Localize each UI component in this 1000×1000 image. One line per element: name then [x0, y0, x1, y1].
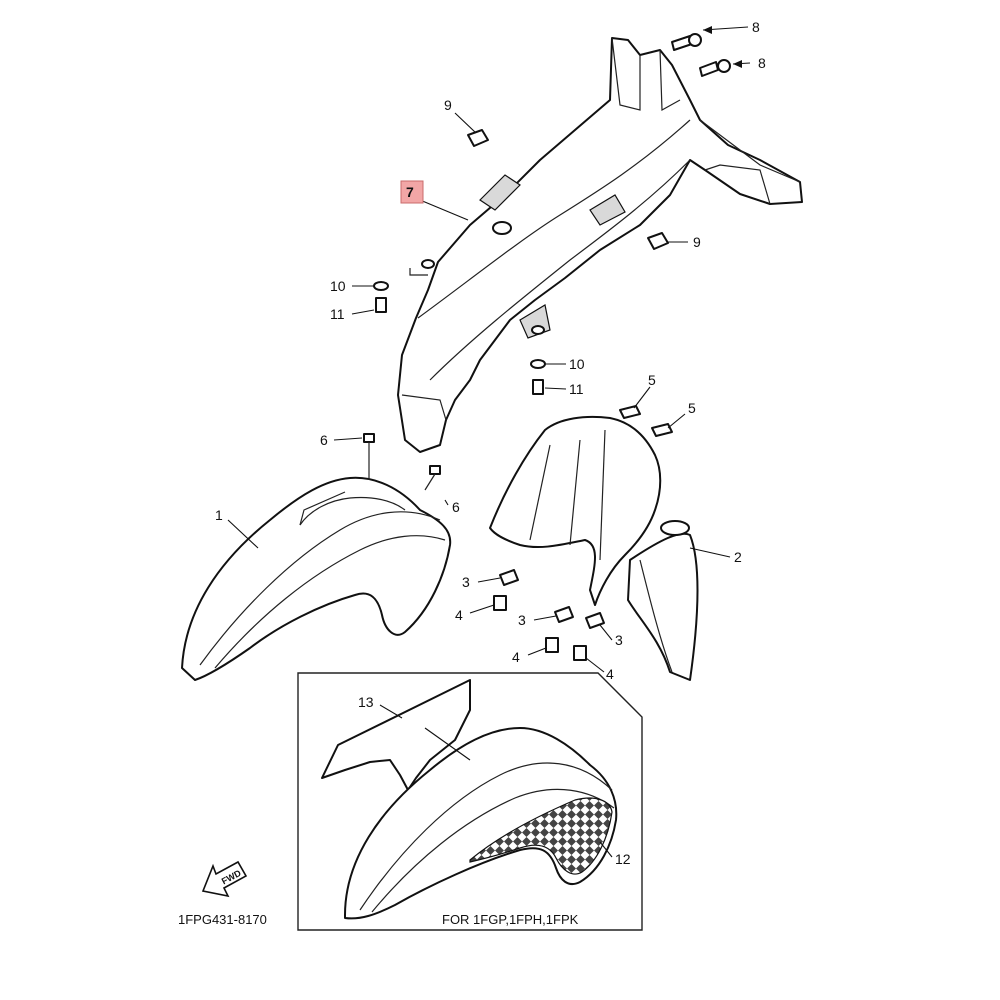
label-part-8b: 8	[758, 55, 766, 71]
highlight-part-7	[400, 180, 424, 204]
label-part-5b: 5	[688, 400, 696, 416]
label-part-3a: 3	[462, 574, 470, 590]
forward-arrow-icon: FWD	[201, 860, 248, 898]
label-part-3c: 3	[615, 632, 623, 648]
fasteners	[363, 33, 731, 661]
label-part-8a: 8	[752, 19, 760, 35]
label-part-10a: 10	[330, 278, 346, 294]
label-part-6a: 6	[320, 432, 328, 448]
label-part-4c: 4	[606, 666, 614, 682]
part-1-front-fender	[181, 476, 452, 681]
inset-fender	[344, 727, 618, 920]
label-part-9b: 9	[693, 234, 701, 250]
label-part-4b: 4	[512, 649, 520, 665]
label-part-5a: 5	[648, 372, 656, 388]
label-part-10b: 10	[569, 356, 585, 372]
label-part-9a: 9	[444, 97, 452, 113]
part-2-inner-fender	[489, 415, 699, 681]
inset-note: FOR 1FGP,1FPH,1FPK	[442, 912, 579, 927]
label-part-12: 12	[615, 851, 631, 867]
part-13-decal	[321, 679, 471, 791]
label-part-3b: 3	[518, 612, 526, 628]
part-12-mesh-decal	[469, 797, 613, 875]
drawing-code: 1FPG431-8170	[178, 912, 267, 927]
label-part-7: 7	[406, 184, 414, 200]
part-labels: 8 8 9 9 7 10 11 10 11 5 5 6 6 1 2 3 4 3 …	[215, 19, 766, 682]
inset-variant-box: 13 12 FOR 1FGP,1FPH,1FPK	[297, 672, 643, 931]
label-part-4a: 4	[455, 607, 463, 623]
label-part-6b: 6	[452, 499, 460, 515]
part-7-rear-fender	[397, 37, 803, 453]
label-part-2: 2	[734, 549, 742, 565]
label-part-1: 1	[215, 507, 223, 523]
label-part-11a: 11	[330, 306, 345, 322]
label-part-11b: 11	[569, 381, 584, 397]
label-part-13: 13	[358, 694, 374, 710]
leader-lines	[227, 26, 751, 673]
